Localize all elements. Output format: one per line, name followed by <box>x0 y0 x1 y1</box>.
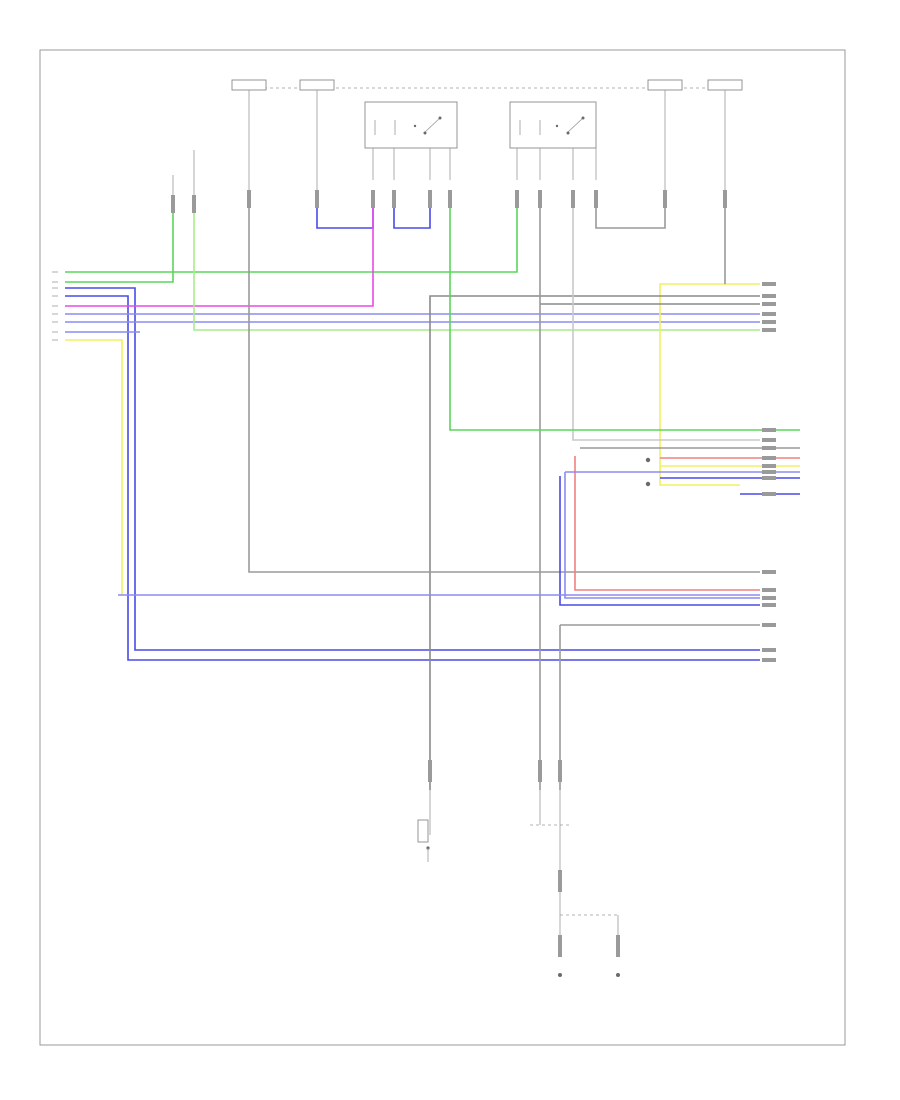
wire-blue-main <box>65 287 760 651</box>
splice-bottom-center <box>530 790 570 977</box>
wire-red <box>574 456 800 591</box>
wire-green-2 <box>65 213 174 283</box>
wire-yellow-left <box>65 339 123 595</box>
connector-bottom <box>558 760 562 782</box>
wire-gray-long-1 <box>248 208 760 573</box>
right-connector-pins-1 <box>762 282 776 332</box>
wire-green-1 <box>65 208 518 273</box>
switch-bottom-left <box>417 790 431 862</box>
right-connector-pins-3 <box>762 570 776 662</box>
relay-left <box>364 101 458 149</box>
wire-blue-2 <box>65 295 760 661</box>
fuse-block-4 <box>707 79 743 200</box>
connector-stubs-top <box>171 190 727 213</box>
connector-bottom <box>428 760 432 782</box>
wire-light-green <box>193 213 760 331</box>
relay-right <box>509 101 597 149</box>
right-connector-pins-2 <box>762 428 776 496</box>
wire-blue-mid <box>559 476 800 606</box>
wire-magenta <box>65 208 374 307</box>
wire-gray-loop <box>595 208 666 229</box>
wire-blue-loop <box>316 208 374 229</box>
connector-bottom <box>538 760 542 782</box>
junction-dot <box>645 457 651 463</box>
junction-dot <box>645 481 651 487</box>
fuse-block-3 <box>647 79 683 200</box>
diagram-frame <box>39 49 846 1046</box>
wire-yellow-right <box>659 283 760 486</box>
wire-light-blue-mid <box>564 471 800 599</box>
wire-dark-gray-1 <box>429 295 760 790</box>
wire-blue-loop <box>393 208 431 229</box>
ground-bottom-right <box>560 914 620 977</box>
wire-green-3 <box>449 208 800 431</box>
wire-gray-long-3 <box>572 208 760 441</box>
left-harness-ticks <box>52 271 58 341</box>
fuse-block-2 <box>299 79 335 200</box>
fuse-block-1 <box>231 79 267 200</box>
